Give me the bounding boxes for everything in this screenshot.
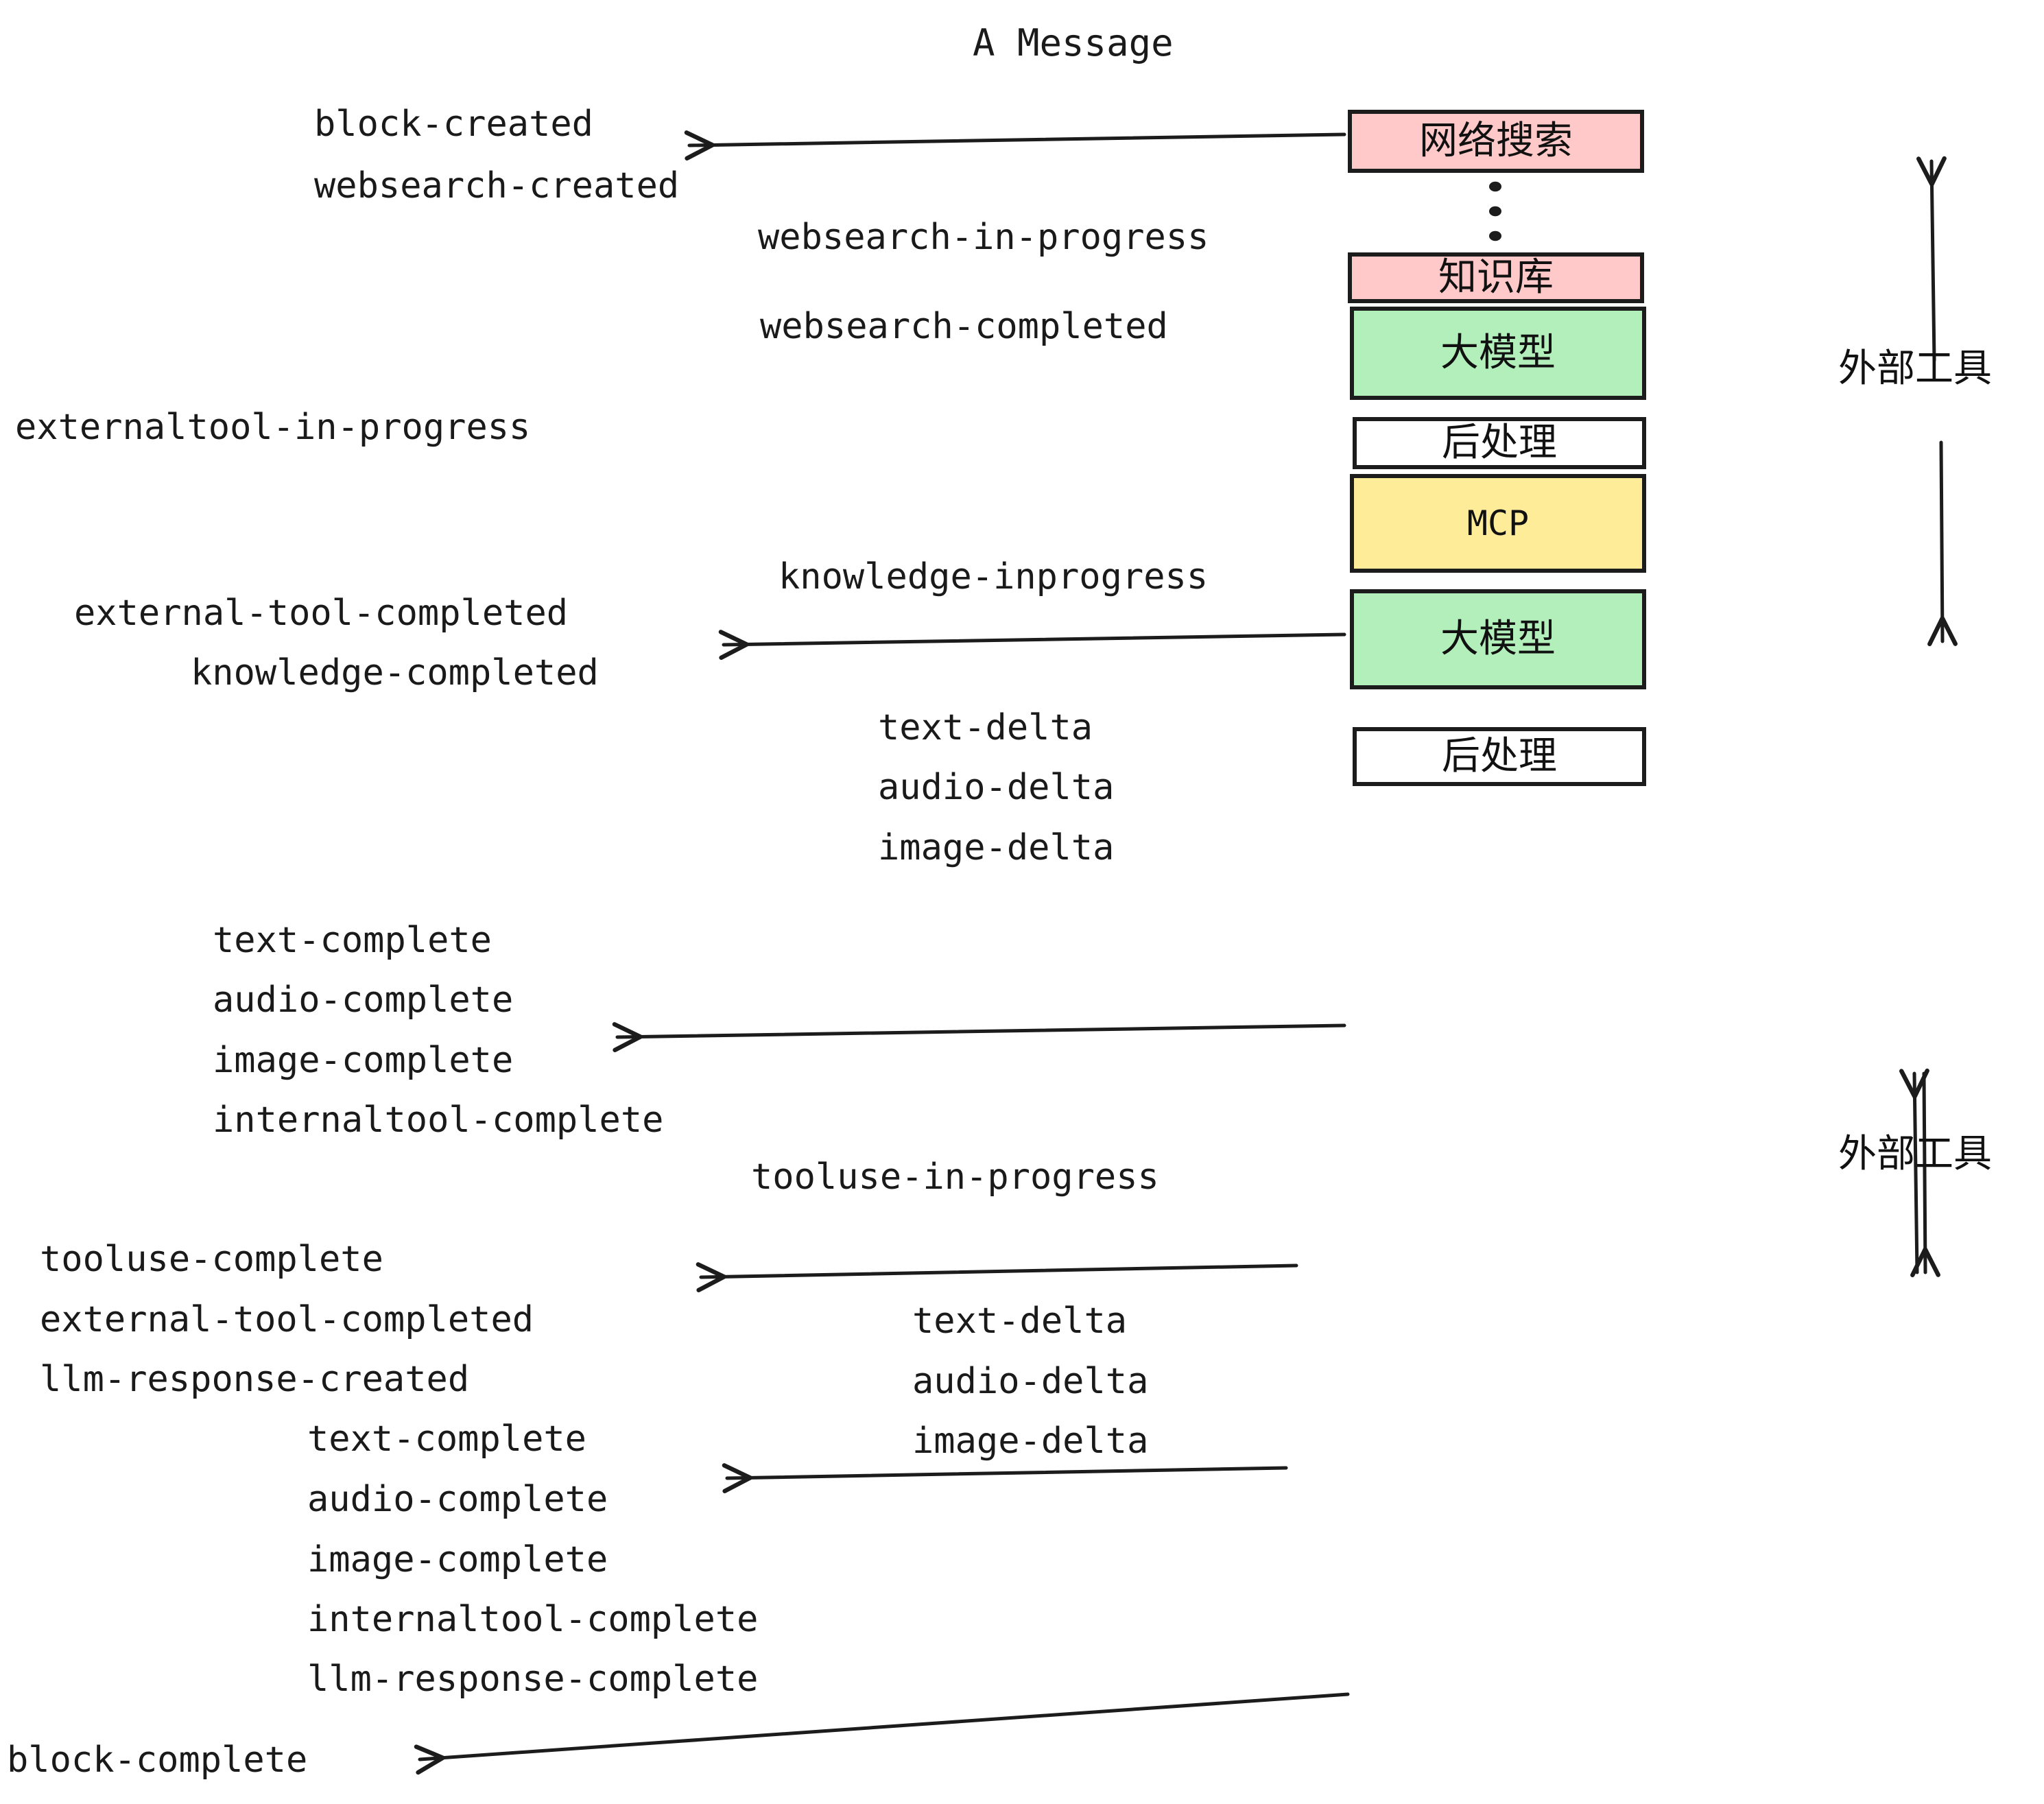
arrow-image-complete — [612, 1022, 1346, 1052]
event-label-websearch-created: websearch-created — [314, 165, 680, 206]
event-label-internaltool-complete: internaltool-complete — [307, 1599, 759, 1640]
event-label-text-complete: text-complete — [307, 1419, 586, 1460]
event-label-image-delta: image-delta — [878, 827, 1115, 868]
event-label-external-tool-completed: external-tool-completed — [74, 593, 569, 634]
event-label-audio-complete: audio-complete — [213, 980, 514, 1021]
node-label-websearch: 网络搜索 — [1419, 119, 1573, 163]
node-llm-top[interactable]: 大模型 — [1350, 307, 1646, 400]
event-label-externaltool-in-progress: externaltool-in-progress — [15, 407, 531, 448]
node-label-knowledge: 知识库 — [1438, 255, 1554, 300]
event-label-audio-complete: audio-complete — [307, 1479, 608, 1520]
arrow-tooluse-complete — [696, 1262, 1298, 1293]
event-label-internaltool-complete: internaltool-complete — [213, 1100, 664, 1141]
node-label-mcp: MCP — [1466, 503, 1530, 543]
vertical-ellipsis — [1489, 181, 1501, 241]
node-websearch[interactable]: 网络搜索 — [1348, 110, 1644, 173]
external-tool-scope-bottom-up-arrow — [1899, 1068, 1929, 1274]
ellipsis-dot-2 — [1489, 206, 1501, 217]
ellipsis-dot-3 — [1489, 230, 1501, 241]
event-label-image-delta: image-delta — [912, 1421, 1149, 1462]
ellipsis-dot-1 — [1489, 181, 1501, 192]
external-tool-scope-top-up-arrow — [1916, 156, 1947, 362]
external-tool-label: 外部工具 — [1838, 346, 1992, 391]
node-post-bottom[interactable]: 后处理 — [1353, 727, 1646, 786]
arrow-layer — [414, 130, 1350, 1775]
node-label-post-bottom: 后处理 — [1442, 734, 1557, 779]
event-label-knowledge-inprogress: knowledge-inprogress — [779, 556, 1209, 597]
arrow-audio-complete — [722, 1463, 1288, 1494]
event-label-text-complete: text-complete — [213, 920, 492, 961]
arrow-block-created — [684, 130, 1346, 161]
arrow-block-complete — [414, 1692, 1350, 1775]
external-tool-scope-bottom-down-arrow — [1910, 1071, 1940, 1278]
node-knowledge[interactable]: 知识库 — [1348, 252, 1644, 303]
event-label-knowledge-completed: knowledge-completed — [191, 652, 599, 693]
arrow-knowledge-completed — [718, 630, 1346, 660]
event-label-audio-delta: audio-delta — [912, 1361, 1149, 1402]
node-label-llm-top: 大模型 — [1440, 331, 1556, 375]
event-label-image-complete: image-complete — [307, 1539, 608, 1580]
event-label-llm-response-created: llm-response-created — [40, 1359, 470, 1400]
node-label-post-top: 后处理 — [1442, 420, 1557, 465]
event-label-text-delta: text-delta — [878, 707, 1093, 748]
event-label-tooluse-in-progress: tooluse-in-progress — [751, 1156, 1159, 1198]
external-tool-label: 外部工具 — [1838, 1132, 1992, 1176]
event-label-audio-delta: audio-delta — [878, 767, 1115, 808]
event-label-external-tool-completed: external-tool-completed — [40, 1299, 534, 1340]
event-label-block-complete: block-complete — [7, 1740, 308, 1781]
event-label-text-delta: text-delta — [912, 1301, 1128, 1342]
node-llm-bottom[interactable]: 大模型 — [1350, 589, 1646, 689]
external-tool-scope-layer — [1899, 156, 1958, 1278]
event-label-image-complete: image-complete — [213, 1040, 514, 1081]
event-label-websearch-in-progress: websearch-in-progress — [758, 217, 1209, 258]
external-tool-scope-top-down-arrow — [1927, 440, 1958, 647]
event-label-websearch-completed: websearch-completed — [760, 306, 1168, 347]
page-title: A Message — [973, 21, 1174, 64]
event-label-block-created: block-created — [314, 104, 593, 145]
node-label-llm-bottom: 大模型 — [1440, 617, 1556, 661]
node-mcp[interactable]: MCP — [1350, 474, 1646, 573]
event-label-llm-response-complete: llm-response-complete — [307, 1659, 759, 1700]
node-post-top[interactable]: 后处理 — [1353, 417, 1646, 469]
event-label-tooluse-complete: tooluse-complete — [40, 1239, 383, 1280]
